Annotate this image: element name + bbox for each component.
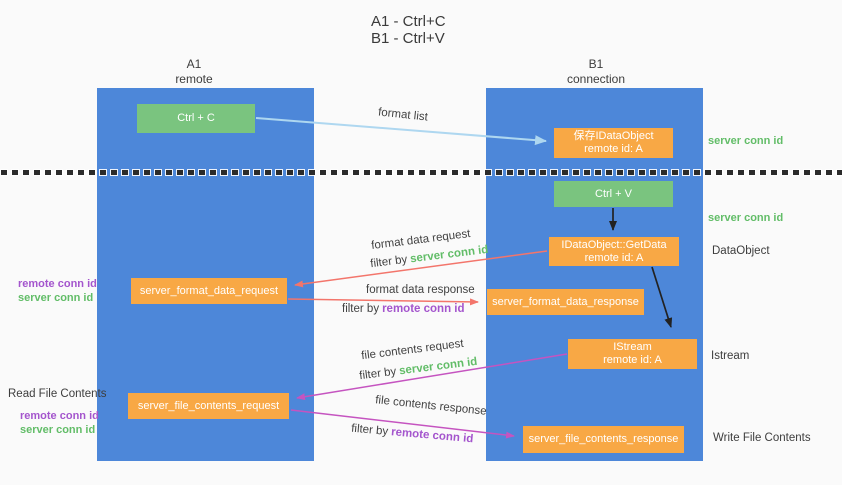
node-server-file-contents-response-label: server_file_contents_response	[528, 433, 679, 445]
lifeline-a1-header: A1 remote	[134, 57, 254, 87]
remote-conn-id-text: remote conn id	[20, 410, 99, 422]
edge-label-format-list: format list	[377, 106, 429, 124]
node-getdata-line2: remote id: A	[584, 251, 644, 264]
node-getdata: IDataObject::GetData remote id: A	[549, 237, 679, 266]
node-server-file-contents-request-label: server_file_contents_request	[137, 399, 280, 412]
server-conn-id-text: server conn id	[409, 243, 489, 266]
node-server-format-data-response: server_format_data_response	[487, 289, 644, 315]
server-conn-id-text: server conn id	[18, 292, 94, 304]
node-ctrl-v: Ctrl + V	[554, 181, 673, 207]
lifeline-b1-role: connection	[566, 72, 626, 86]
annotation-dataobject: DataObject	[712, 245, 770, 257]
remote-conn-id-text: remote conn id	[18, 278, 97, 290]
node-istream: IStream remote id: A	[568, 339, 697, 369]
node-istream-line1: IStream	[613, 341, 652, 353]
page-title: A1 - Ctrl+C B1 - Ctrl+V	[371, 13, 446, 47]
filter-by-text: filter by	[369, 253, 408, 271]
annotation-server-conn-id-top: server conn id	[708, 135, 784, 147]
format-data-response-arrow	[287, 298, 479, 306]
remote-conn-id-text: remote conn id	[390, 426, 474, 446]
lifeline-a1-name: A1	[186, 57, 202, 71]
node-ctrl-c-label: Ctrl + C	[177, 112, 215, 124]
filter-by-text: filter by	[350, 422, 389, 438]
node-save-dataobject-line1: 保存IDataObject	[573, 130, 654, 142]
annotation-conn-ids-file: remote conn id server conn id	[20, 409, 99, 437]
node-server-format-data-request-label: server_format_data_request	[139, 284, 279, 297]
server-conn-id-text: server conn id	[398, 355, 478, 378]
node-ctrl-v-label: Ctrl + V	[595, 187, 632, 200]
node-server-file-contents-response: server_file_contents_response	[523, 426, 684, 453]
node-server-format-data-request: server_format_data_request	[131, 278, 287, 304]
edge-label-file-contents-response: file contents response	[374, 394, 488, 418]
node-save-dataobject: 保存IDataObject remote id: A	[554, 128, 673, 158]
filter-by-text: filter by	[358, 365, 397, 383]
remote-conn-id-text: remote conn id	[382, 303, 465, 315]
title-line-1: A1 - Ctrl+C	[371, 13, 446, 30]
lifeline-a1-role: remote	[175, 72, 213, 86]
node-server-file-contents-request: server_file_contents_request	[128, 393, 289, 419]
session-divider-dotted-line	[0, 169, 842, 176]
annotation-server-conn-id-mid: server conn id	[708, 212, 784, 224]
annotation-read-file-contents: Read File Contents	[8, 388, 107, 400]
title-line-2: B1 - Ctrl+V	[371, 30, 445, 47]
node-save-dataobject-line2: remote id: A	[584, 143, 643, 155]
annotation-write-file-contents: Write File Contents	[713, 432, 811, 444]
lifeline-b1-header: B1 connection	[536, 57, 656, 87]
node-server-format-data-response-label: server_format_data_response	[492, 295, 639, 308]
lifeline-b1-name: B1	[588, 57, 604, 71]
node-getdata-line1: IDataObject::GetData	[561, 238, 667, 251]
node-istream-line2: remote id: A	[603, 354, 662, 366]
annotation-conn-ids-format: remote conn id server conn id	[18, 277, 97, 305]
server-conn-id-text: server conn id	[20, 424, 96, 436]
node-ctrl-c: Ctrl + C	[137, 104, 255, 133]
edge-label-format-data-response: format data response	[366, 284, 475, 296]
filter-by-text: filter by	[342, 303, 380, 315]
annotation-istream: Istream	[711, 350, 750, 362]
